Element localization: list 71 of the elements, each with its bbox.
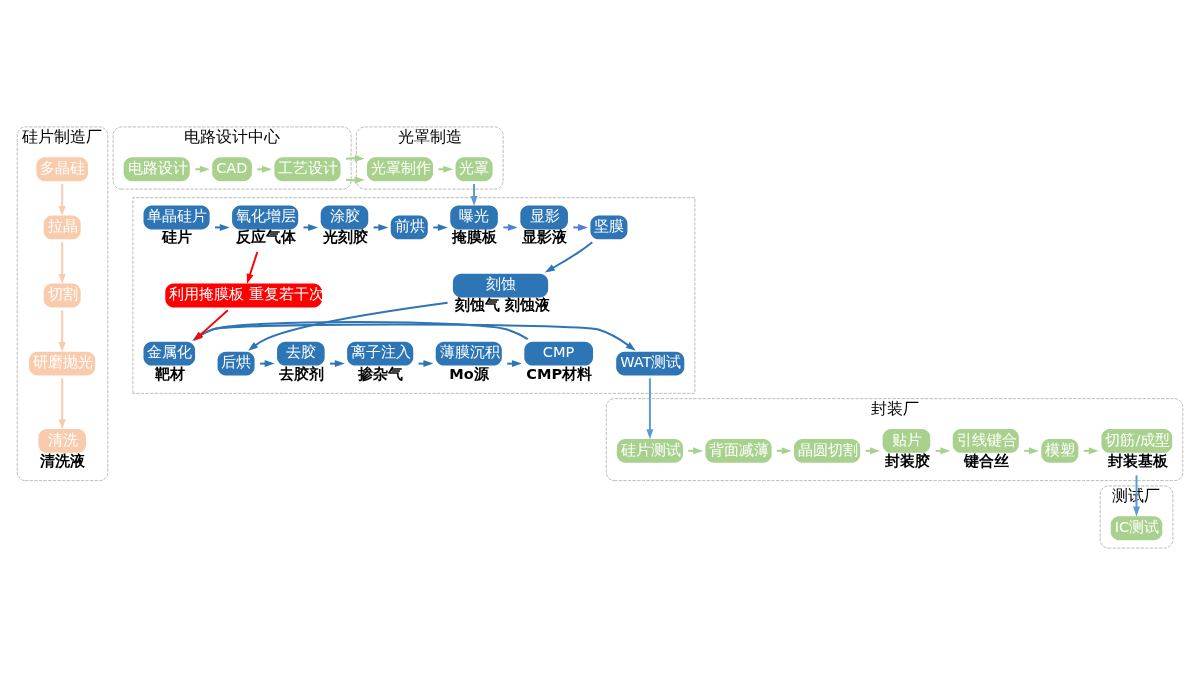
node-box: 光罩 [455,157,493,182]
arrow [506,360,522,368]
node-label: Mo源 [449,365,489,382]
node-box: 前烘 [390,215,428,240]
node-box: IC测试 [1110,516,1163,541]
node-label: 封装基板 [1107,452,1168,469]
node-box: 模塑 [1041,439,1079,463]
node-box: CMP [524,341,594,366]
node-label: 显影液 [522,229,568,246]
node-label: 清洗液 [40,452,86,469]
arrow [646,377,654,440]
node-box: 氧化增层 [232,205,299,230]
node-label: 靶材 [154,365,185,382]
node-box: 显影 [520,205,568,230]
node-box: 背面减薄 [705,439,772,463]
arrow [58,309,66,353]
arrow [572,223,588,231]
arrow [687,447,704,455]
node-box: 薄膜沉积 [435,341,502,366]
arrow [1023,447,1039,455]
node-box: 拉晶 [43,215,81,240]
arrow [213,223,230,231]
arrow [248,301,449,351]
node-label: 反应气体 [236,229,297,246]
node-label: 掺杂气 [358,365,404,382]
node-box: 清洗 [38,429,86,453]
arrow [58,377,66,430]
node-box: 曝光 [450,205,498,230]
node-box: 去胶 [277,341,325,366]
node-label: 掩膜板 [452,229,498,246]
arrow [246,251,259,284]
node-box: 刻蚀 [452,273,549,298]
arrow [256,165,272,173]
node-box: 涂胶 [320,205,369,230]
node-box: 切筋/成型 [1101,429,1173,453]
node-box: 贴片 [882,429,931,453]
node-box: 利用掩膜板 重复若干次 [165,283,322,308]
arrow [58,182,66,216]
node-label: 键合丝 [963,452,1009,469]
node-box: CAD [212,157,252,182]
arrow [329,360,345,368]
arrow [437,165,454,173]
node-box: 晶圆切割 [794,439,861,463]
node-box: 后烘 [217,351,255,376]
node-box: 坚膜 [590,215,628,240]
node-label: 光刻胶 [322,229,368,246]
node-box: 电路设计 [123,157,190,182]
node-label: 封装胶 [884,452,930,469]
node-box: 硅片测试 [616,439,683,463]
node-box: 离子注入 [347,341,414,366]
node-box: 工艺设计 [274,157,341,182]
node-box: 单晶硅片 [143,205,210,230]
node-label: 硅片 [162,229,193,246]
node-box: 多晶硅 [36,157,88,182]
node-box: 金属化 [143,341,196,366]
arrow [259,360,275,368]
arrow [432,223,448,231]
node-box: WAT测试 [616,351,685,376]
node-box: 引线键合 [952,429,1019,453]
arrow [544,241,594,273]
arrow [502,223,518,231]
arrow [775,447,792,455]
node-box: 切割 [43,283,81,308]
node-box: 光罩制作 [366,157,434,182]
arrow [194,165,210,173]
node-label: 去胶剂 [279,365,325,382]
node-label: CMP材料 [526,365,593,382]
node-box: 研磨抛光 [29,351,96,376]
arrow [58,241,66,284]
arrow [470,182,478,206]
node-label: 刻蚀气 刻蚀液 [454,297,550,314]
